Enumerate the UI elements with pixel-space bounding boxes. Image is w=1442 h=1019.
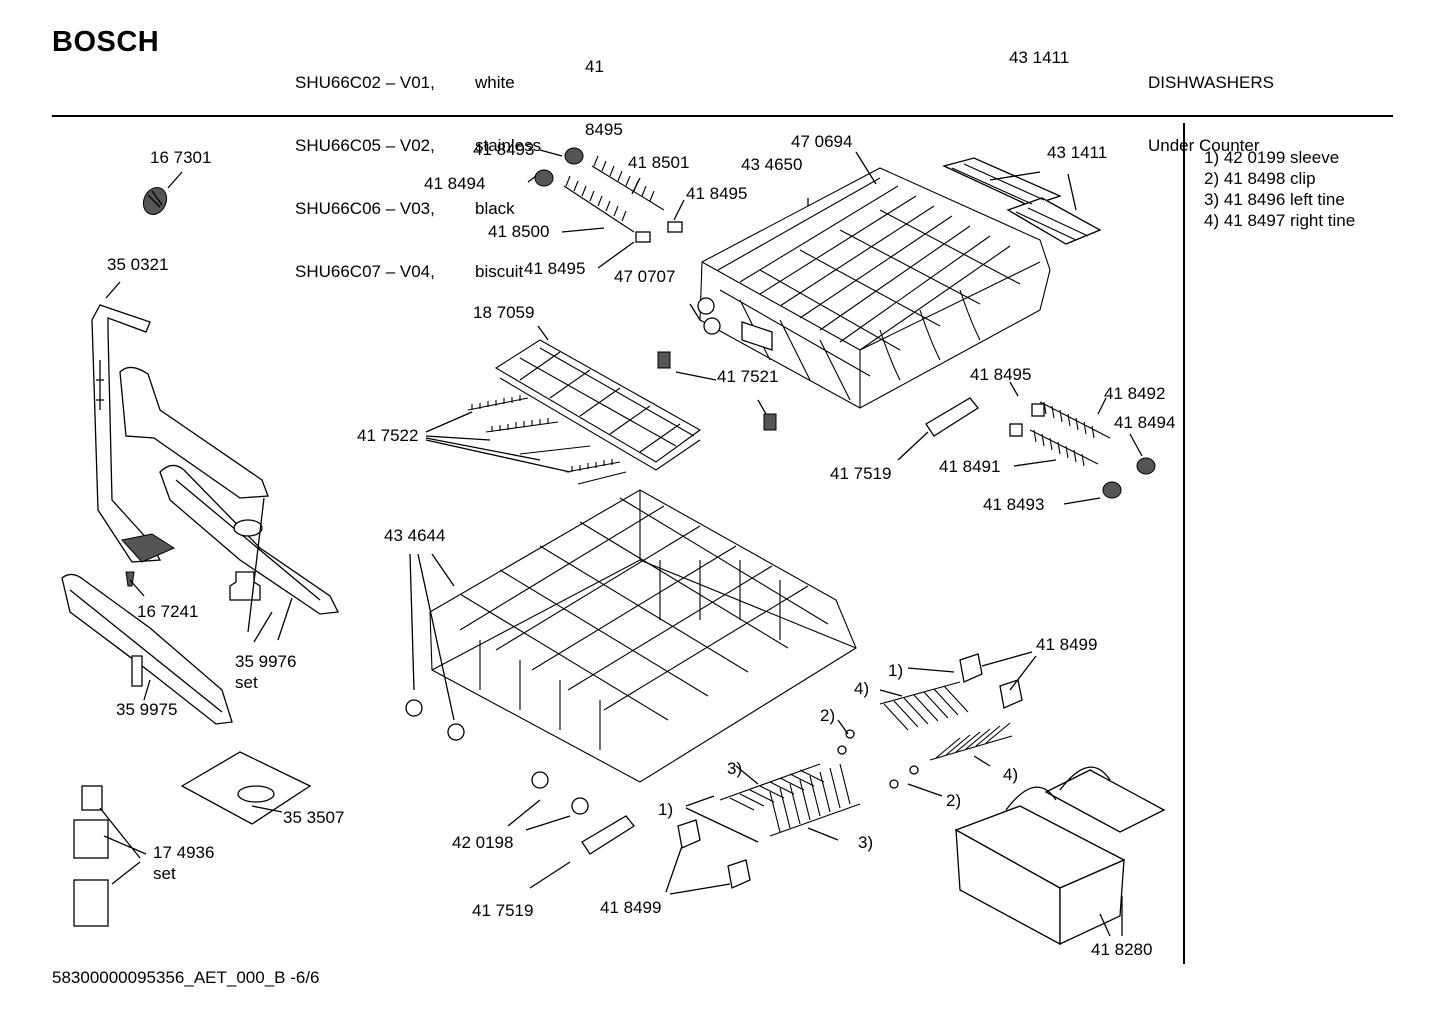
fold-down-tines-part bbox=[677, 653, 1023, 889]
label-418495-upper-a: 41 8495 bbox=[686, 184, 747, 203]
label-418494-right: 41 8494 bbox=[1114, 413, 1175, 432]
label-set-1: set bbox=[235, 673, 258, 692]
spray-arm-hub-part bbox=[229, 571, 261, 601]
tine-row-right-part bbox=[1009, 401, 1156, 499]
color-1: white bbox=[475, 73, 515, 92]
label-417519-lower: 41 7519 bbox=[472, 901, 533, 920]
model-3: SHU66C06 – V03, bbox=[295, 199, 435, 218]
upper-spray-arm-part bbox=[159, 464, 339, 615]
category-block: DISHWASHERS Under Counter bbox=[1148, 30, 1274, 177]
label-417521: 41 7521 bbox=[717, 367, 778, 386]
rack-clip-part bbox=[657, 351, 777, 431]
label-418495-upper-b: 41 8495 bbox=[524, 259, 585, 278]
label-359975: 35 9975 bbox=[116, 700, 177, 719]
spray-arm-bearing-part bbox=[142, 186, 168, 216]
model-1: SHU66C02 – V01, bbox=[295, 73, 435, 92]
knife-rack-part bbox=[494, 339, 702, 471]
lower-rack-basket-part bbox=[405, 489, 857, 815]
callout-1-upper: 1) bbox=[888, 661, 903, 680]
lower-spray-arm-part bbox=[61, 573, 233, 725]
label-350321: 35 0321 bbox=[107, 255, 168, 274]
leader-line bbox=[409, 149, 1143, 937]
callout-2-upper: 2) bbox=[820, 706, 835, 725]
notes-divider bbox=[1183, 123, 1185, 964]
label-418493-right: 41 8493 bbox=[983, 495, 1044, 514]
upper-rack-basket-part bbox=[697, 167, 1051, 409]
leader-line bbox=[99, 171, 293, 885]
note-3: 3) 41 8496 left tine bbox=[1204, 190, 1345, 209]
label-418491: 41 8491 bbox=[939, 457, 1000, 476]
filter-cover-plate-part bbox=[180, 751, 312, 825]
label-417519-upper: 41 7519 bbox=[830, 464, 891, 483]
label-434650: 43 4650 bbox=[741, 155, 802, 174]
label-418280: 41 8280 bbox=[1091, 940, 1152, 959]
label-434644: 43 4644 bbox=[384, 526, 445, 545]
label-418500: 41 8500 bbox=[488, 222, 549, 241]
model-2: SHU66C05 – V02, bbox=[295, 136, 435, 155]
label-470707: 47 0707 bbox=[614, 267, 675, 286]
cutlery-basket-part bbox=[954, 766, 1166, 946]
notes-legend: 1) 42 0199 sleeve 2) 41 8498 clip 3) 41 … bbox=[1204, 147, 1355, 231]
callout-2-lower: 2) bbox=[946, 791, 961, 810]
label-174936: 17 4936 bbox=[153, 843, 214, 862]
tine-row-left-part bbox=[534, 147, 683, 243]
model-list: SHU66C02 – V01, SHU66C05 – V02, SHU66C06… bbox=[295, 30, 435, 303]
header-divider bbox=[52, 115, 1393, 117]
color-4: biscuit bbox=[475, 262, 524, 281]
ref-number-block: 41 8495 bbox=[585, 14, 623, 161]
label-187059: 18 7059 bbox=[473, 303, 534, 322]
label-418501: 41 8501 bbox=[628, 153, 689, 172]
callout-4-upper: 4) bbox=[854, 679, 869, 698]
document-footer: 58300000095356_AET_000_B -6/6 bbox=[52, 968, 320, 987]
label-417522: 41 7522 bbox=[357, 426, 418, 445]
ref-number-bottom: 8495 bbox=[585, 120, 623, 139]
callout-3-lower: 3) bbox=[858, 833, 873, 852]
label-359976: 35 9976 bbox=[235, 652, 296, 671]
label-420198: 42 0198 bbox=[452, 833, 513, 852]
color-list: white stainless black biscuit bbox=[475, 30, 541, 303]
handle-part bbox=[581, 397, 979, 855]
label-470694: 47 0694 bbox=[791, 132, 852, 151]
note-4: 4) 41 8497 right tine bbox=[1204, 211, 1356, 230]
label-431411: 43 1411 bbox=[1047, 143, 1107, 162]
part-labels: 16 7301 35 0321 16 7241 35 9976 set 35 9… bbox=[107, 132, 1175, 959]
callout-1-lower: 1) bbox=[658, 800, 673, 819]
label-418499-right: 41 8499 bbox=[1036, 635, 1097, 654]
comb-insert-part bbox=[467, 395, 627, 485]
label-418494-upper: 41 8494 bbox=[424, 174, 485, 193]
category-title: DISHWASHERS bbox=[1148, 73, 1274, 92]
label-set-2: set bbox=[153, 864, 176, 883]
label-418499-lower: 41 8499 bbox=[600, 898, 661, 917]
label-418492: 41 8492 bbox=[1104, 384, 1165, 403]
fine-filter-set-part bbox=[73, 785, 109, 927]
cup-shelf-part bbox=[942, 157, 1102, 245]
model-4: SHU66C07 – V04, bbox=[295, 262, 435, 281]
callout-3-upper: 3) bbox=[727, 759, 742, 778]
label-167241: 16 7241 bbox=[137, 602, 198, 621]
spray-arm-feed-tube-part bbox=[91, 304, 269, 563]
callout-4-lower: 4) bbox=[1003, 765, 1018, 784]
note-1: 1) 42 0199 sleeve bbox=[1204, 148, 1340, 167]
label-167301: 16 7301 bbox=[150, 148, 211, 167]
note-2: 2) 41 8498 clip bbox=[1204, 169, 1316, 188]
label-353507: 35 3507 bbox=[283, 808, 344, 827]
ref-number-top: 41 bbox=[585, 57, 604, 76]
color-3: black bbox=[475, 199, 515, 218]
color-2: stainless bbox=[475, 136, 542, 155]
ref-number-mid: 43 1411 bbox=[1009, 48, 1070, 67]
category-subtitle: Under Counter bbox=[1148, 136, 1260, 155]
brand-logo: BOSCH bbox=[52, 26, 160, 58]
label-418495-right: 41 8495 bbox=[970, 365, 1031, 384]
label-418493-upper: 41 8493 bbox=[473, 140, 534, 159]
